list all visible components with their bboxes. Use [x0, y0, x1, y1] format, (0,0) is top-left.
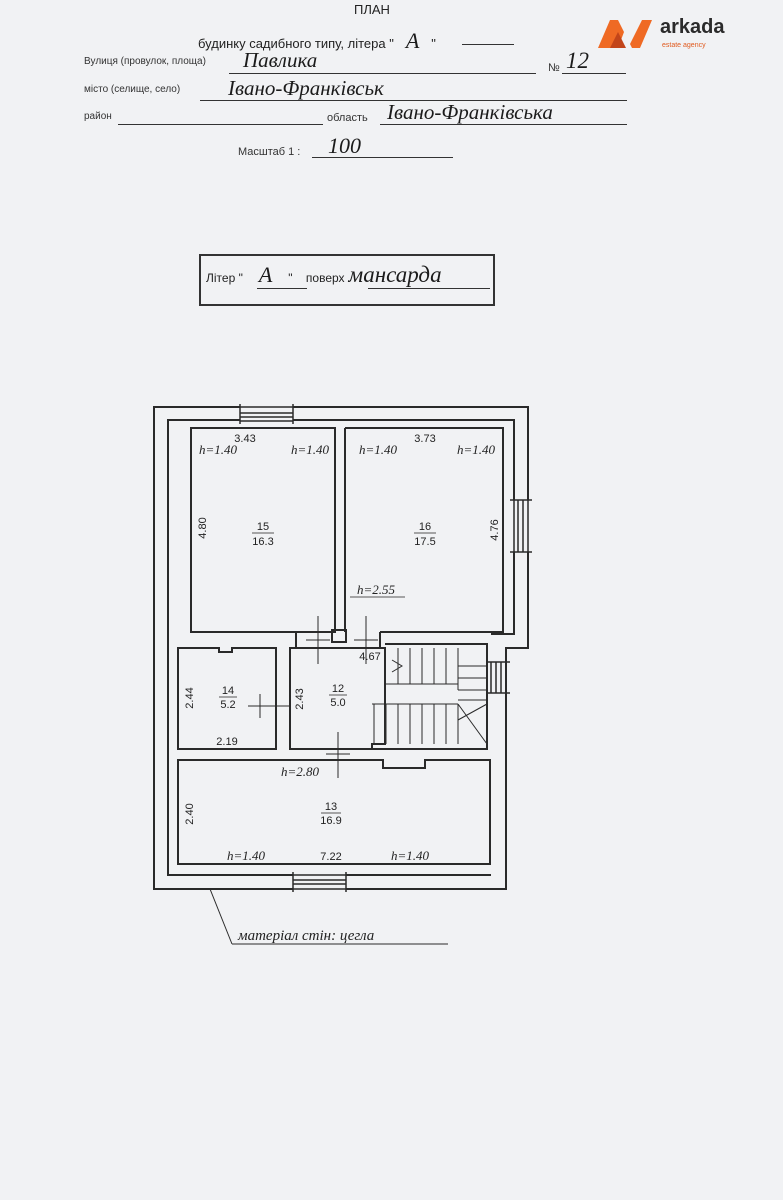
room-12-area: 5.0: [330, 697, 345, 709]
plan-subtitle: будинку садибного типу, літера " А ": [198, 28, 436, 54]
street-label: Вулиця (провулок, площа): [84, 56, 206, 67]
room-14-number: 14: [222, 685, 234, 697]
room-13-number: 13: [325, 801, 337, 813]
scale-label: Масштаб 1 :: [238, 146, 301, 158]
room-15-number: 15: [257, 521, 269, 533]
room-13-height-left: h=1.40: [227, 848, 266, 863]
room-12-labels: 4.67 2.43 12 5.0: [294, 651, 381, 710]
city-value: Івано-Франківськ: [228, 76, 384, 100]
material-leader: [209, 888, 448, 945]
outer-walls: [153, 406, 529, 890]
floor-box: [199, 254, 495, 306]
room-12-width: 4.67: [359, 651, 380, 663]
litera-close: ": [288, 271, 293, 285]
room-14-area: 5.2: [220, 699, 235, 711]
brand-logo: arkada estate agency: [596, 14, 725, 52]
litera-value: А: [258, 262, 273, 287]
partitions: [177, 427, 504, 865]
room-15-length: 4.80: [197, 517, 209, 538]
window-top: [239, 404, 294, 424]
scale-value: 100: [328, 133, 361, 158]
room-14-length: 2.44: [184, 687, 196, 708]
room-13-length: 2.40: [184, 803, 196, 824]
region-value: Івано-Франківська: [387, 100, 553, 124]
room-14-width: 2.19: [216, 736, 237, 748]
room-16-number: 16: [419, 521, 431, 533]
hall-height: h=2.80: [281, 764, 320, 779]
room-13-labels: h=2.80 7.22 2.40 13 16.9 h=1.40 h=1.40: [184, 764, 430, 863]
floor-label: поверх: [305, 271, 345, 285]
district-label: район: [84, 111, 112, 122]
room-15-height-right: h=1.40: [291, 442, 330, 457]
room-14-labels: 2.19 2.44 14 5.2: [184, 685, 238, 748]
window-right-lower: [487, 661, 510, 694]
number-value: 12: [566, 48, 589, 73]
subtitle-letter: А: [405, 28, 420, 53]
arkada-logo-icon: [598, 20, 652, 48]
floor-value: мансарда: [348, 262, 442, 287]
door-markers: [248, 616, 378, 778]
brand-name: arkada: [660, 16, 725, 38]
window-right: [510, 499, 532, 553]
plan-title: ПЛАН: [354, 2, 390, 17]
room-12-number: 12: [332, 683, 344, 695]
room-16-width: 3.73: [414, 433, 435, 445]
number-label: №: [548, 62, 560, 74]
room-16-height-left: h=1.40: [359, 442, 398, 457]
room-16-labels: 3.73 4.76 16 17.5 h=1.40 h=1.40 h=2.55: [350, 433, 501, 598]
street-value: Павлика: [243, 48, 318, 72]
room-13-area: 16.9: [320, 815, 341, 827]
room-16-length: 4.76: [489, 519, 501, 540]
subtitle-suffix: ": [431, 36, 436, 51]
wall-material: матеріал стін: цегла: [237, 928, 374, 944]
room-15-area: 16.3: [252, 536, 273, 548]
litera-label: Літер ": [206, 271, 243, 285]
subtitle-prefix: будинку садибного типу, літера ": [198, 36, 394, 51]
room-15-width: 3.43: [234, 433, 255, 445]
region-label: область: [327, 112, 368, 124]
window-bottom: [292, 872, 347, 892]
room-15-height-left: h=1.40: [199, 442, 238, 457]
city-label: місто (селище, село): [84, 84, 181, 95]
room-13-height-right: h=1.40: [391, 848, 430, 863]
room-13-width: 7.22: [320, 851, 341, 863]
room-16-height-right: h=1.40: [457, 442, 496, 457]
corridor-height: h=2.55: [357, 582, 396, 597]
room-12-length: 2.43: [294, 688, 306, 709]
brand-tagline: estate agency: [662, 42, 706, 49]
room-16-area: 17.5: [414, 536, 435, 548]
room-15-labels: 3.43 4.80 15 16.3 h=1.40 h=1.40: [197, 433, 330, 548]
stairs: [372, 648, 488, 745]
